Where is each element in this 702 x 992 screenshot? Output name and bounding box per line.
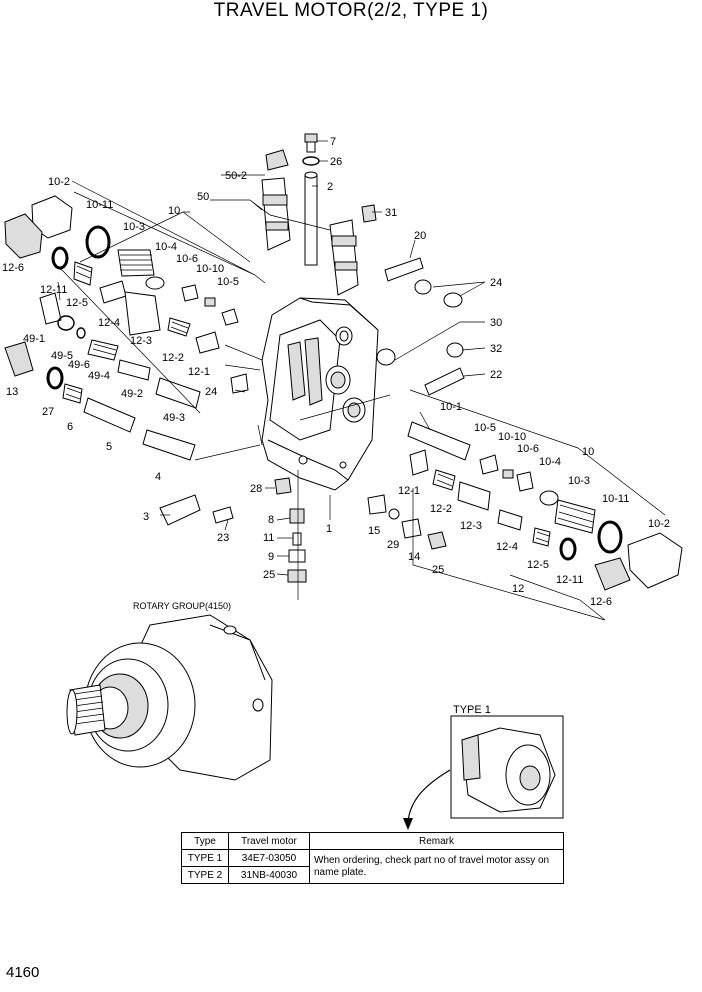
header-travel-motor: Travel motor [228, 832, 310, 850]
table-row: TYPE 1 34E7-03050 When ordering, check p… [181, 849, 564, 884]
label-12-right: 12 [512, 583, 524, 595]
cell-remark: When ordering, check part no of travel m… [309, 849, 564, 884]
label-10-3-left: 10-3 [123, 221, 145, 233]
valve-housing [261, 297, 379, 491]
label-12-3-right: 12-3 [460, 520, 482, 532]
label-32: 32 [490, 343, 502, 355]
label-4: 4 [155, 471, 161, 483]
label-20: 20 [414, 230, 426, 242]
label-15: 15 [368, 525, 380, 537]
label-28: 28 [250, 483, 262, 495]
label-10-4-right: 10-4 [539, 456, 561, 468]
type1-motor-illustration [461, 727, 556, 813]
label-10-10-right: 10-10 [498, 431, 526, 443]
label-22: 22 [490, 369, 502, 381]
label-1: 1 [326, 523, 332, 535]
type1-label: TYPE 1 [453, 704, 491, 716]
label-49-2: 49-2 [121, 388, 143, 400]
cell-type: TYPE 2 [181, 866, 229, 884]
label-49-5: 49-5 [51, 350, 73, 362]
label-30: 30 [490, 317, 502, 329]
label-12-11-left: 12-11 [40, 284, 67, 296]
label-24-right: 24 [490, 277, 502, 289]
cell-motor: 31NB-40030 [228, 866, 310, 884]
label-10-2-left: 10-2 [48, 176, 70, 188]
label-10-2-right: 10-2 [648, 518, 670, 530]
label-50-2: 50-2 [225, 170, 247, 182]
label-11: 11 [263, 532, 274, 544]
label-5: 5 [106, 441, 112, 453]
label-25-left: 25 [263, 569, 275, 581]
label-26: 26 [330, 156, 342, 168]
label-10-3-right: 10-3 [568, 475, 590, 487]
label-49-4: 49-4 [88, 370, 110, 382]
label-10-5-left: 10-5 [217, 276, 239, 288]
left-parts [4, 195, 249, 526]
rotary-group-illustration [66, 614, 273, 781]
label-14: 14 [408, 551, 420, 563]
label-7: 7 [330, 136, 336, 148]
label-12-6-left: 12-6 [2, 262, 24, 274]
label-12-4-right: 12-4 [496, 541, 518, 553]
label-12-2-right: 12-2 [430, 503, 452, 515]
header-type: Type [181, 832, 229, 850]
type1-arrow [407, 769, 451, 823]
rotary-group-label: ROTARY GROUP(4150) [133, 601, 231, 611]
table-row: TYPE 2 31NB-40030 [181, 866, 564, 884]
top-valve-stack [261, 133, 377, 296]
label-10-left: 10 [168, 205, 180, 217]
page-title: TRAVEL MOTOR(2/2, TYPE 1) [213, 0, 489, 21]
label-10-11-right: 10-11 [602, 493, 629, 505]
label-29: 29 [387, 539, 399, 551]
label-12-1-right: 12-1 [398, 485, 420, 497]
label-49-1: 49-1 [23, 333, 45, 345]
label-24-left: 24 [205, 386, 217, 398]
label-50: 50 [197, 191, 209, 203]
label-23: 23 [217, 532, 229, 544]
label-12-3-left: 12-3 [130, 335, 152, 347]
lead-lines [54, 140, 666, 621]
type-remark-table: Type Travel motor Remark TYPE 1 34E7-030… [181, 832, 564, 884]
label-10-4-left: 10-4 [155, 241, 177, 253]
label-49-6: 49-6 [68, 359, 90, 371]
label-8: 8 [268, 514, 274, 526]
label-9: 9 [268, 551, 274, 563]
label-12-1-left: 12-1 [188, 366, 210, 378]
label-10-10-left: 10-10 [196, 263, 224, 275]
label-31: 31 [385, 207, 397, 219]
label-25-right: 25 [432, 564, 444, 576]
header-remark: Remark [309, 832, 564, 850]
label-10-6-right: 10-6 [517, 443, 539, 455]
cell-motor: 34E7-03050 [228, 849, 310, 867]
label-2: 2 [327, 181, 333, 193]
part-labels: 7 26 2 50-2 50 31 10-2 10 10-11 10-3 10-… [2, 136, 670, 608]
label-12-2-left: 12-2 [162, 352, 184, 364]
label-10-5-right: 10-5 [474, 422, 496, 434]
label-10-right: 10 [582, 446, 594, 458]
label-6: 6 [67, 421, 73, 433]
label-27: 27 [42, 406, 54, 418]
type1-arrow-head [403, 818, 413, 830]
cell-type: TYPE 1 [181, 849, 229, 867]
table-header-row: Type Travel motor Remark [181, 832, 564, 850]
label-12-5-left: 12-5 [66, 297, 88, 309]
label-12-11-right: 12-11 [556, 574, 583, 586]
label-3: 3 [143, 511, 149, 523]
label-10-11-left: 10-11 [86, 199, 113, 211]
label-12-6-right: 12-6 [590, 596, 612, 608]
label-12-5-right: 12-5 [527, 559, 549, 571]
label-10-6-left: 10-6 [176, 253, 198, 265]
label-12-4-left: 12-4 [98, 317, 120, 329]
label-13: 13 [6, 386, 18, 398]
page-number: 4160 [6, 964, 40, 981]
right-parts [274, 257, 683, 591]
label-10-1: 10-1 [440, 401, 462, 413]
label-49-3: 49-3 [163, 412, 185, 424]
